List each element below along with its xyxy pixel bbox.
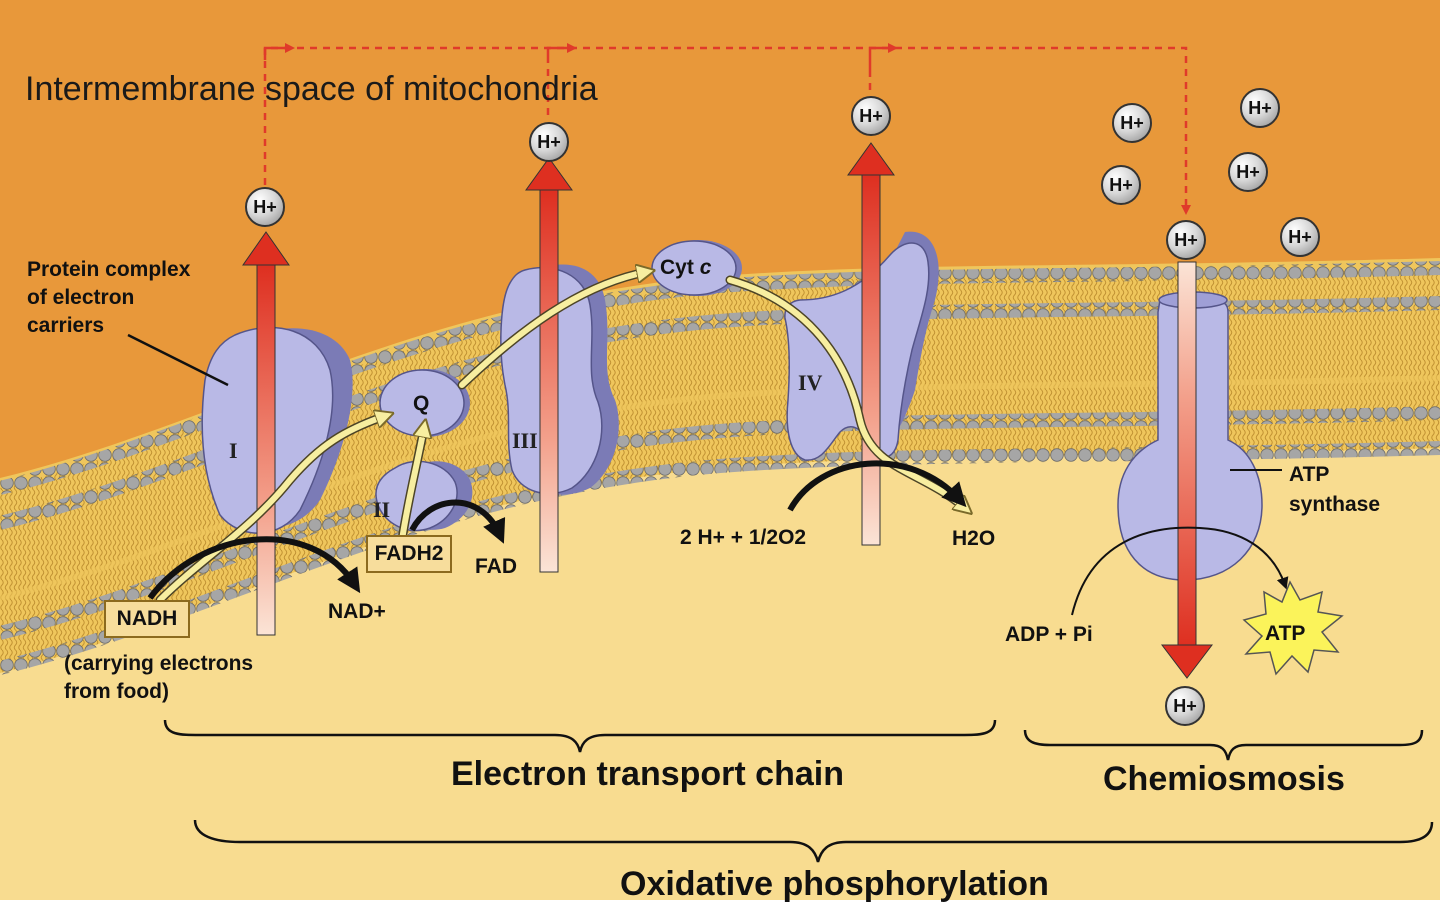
protein-complex-line-1: Protein complex: [27, 258, 191, 281]
chemiosmosis-label: Chemiosmosis: [1103, 760, 1345, 798]
protein-complex-line-3: carriers: [27, 314, 105, 337]
proton-pump-arrow-i: [242, 231, 290, 636]
proton-return-path: [263, 46, 1191, 215]
h-plus-ion: H+: [1228, 152, 1268, 192]
water-label: H2O: [952, 527, 996, 550]
adp-pi-label: ADP + Pi: [1005, 623, 1093, 646]
proton-pump-arrow-iii: [525, 157, 573, 573]
atp-synthase-channel-arrow: [1160, 261, 1214, 679]
complex-i-label: I: [229, 438, 238, 463]
ion-label: H+: [1288, 226, 1312, 247]
atp-synthase-label: ATP synthase: [1289, 460, 1380, 520]
complex-iv-label: IV: [798, 370, 823, 395]
nadh-box: NADH: [104, 600, 190, 638]
complex-iii-shape: [500, 264, 619, 495]
fadh2-box: FADH2: [366, 535, 452, 573]
ion-label: H+: [1236, 161, 1260, 182]
h-plus-ion: H+: [529, 122, 569, 162]
atp-synthase-line-1: ATP: [1289, 463, 1330, 486]
h-plus-ion: H+: [245, 187, 285, 227]
ion-label: H+: [537, 131, 561, 152]
complex-ii-label: II: [373, 497, 391, 522]
fad-label: FAD: [475, 555, 517, 578]
ion-label: H+: [1109, 174, 1133, 195]
ion-label: H+: [1174, 229, 1198, 250]
brace-chemiosmosis: [1023, 729, 1424, 761]
protein-complex-pointer: [127, 333, 229, 387]
cytochrome-c-label: Cyt c: [660, 256, 712, 279]
electron-transport-chain-label: Electron transport chain: [451, 755, 844, 793]
oxygen-reaction-label: 2 H+ + 1/2O2: [680, 526, 807, 549]
ubiquinone-shape: [379, 369, 470, 437]
nadh-note: (carrying electrons from food): [64, 650, 253, 706]
h-plus-ion: H+: [1166, 220, 1206, 260]
ubiquinone-label: Q: [413, 392, 430, 415]
intermembrane-space-title: Intermembrane space of mitochondria: [25, 70, 598, 108]
atp-label: ATP: [1265, 622, 1306, 645]
h-plus-ion: H+: [1101, 165, 1141, 205]
ion-label: H+: [1248, 97, 1272, 118]
complex-ii-shape: [375, 460, 473, 532]
fadh2-label: FADH2: [374, 542, 444, 565]
h-plus-ion: H+: [1280, 217, 1320, 257]
ion-label: H+: [1173, 695, 1197, 716]
brace-etc: [163, 719, 997, 753]
protein-complex-label: Protein complex of electron carriers: [27, 256, 190, 340]
nad-plus-label: NAD+: [328, 600, 386, 623]
ion-label: H+: [859, 105, 883, 126]
complex-iii-label: III: [512, 428, 538, 453]
oxidative-phosphorylation-label: Oxidative phosphorylation: [620, 865, 1049, 903]
nadh-note-line-1: (carrying electrons: [64, 652, 254, 675]
reaction-arrows: [147, 460, 1289, 616]
protein-complex-line-2: of electron: [27, 286, 135, 309]
nadh-label: NADH: [116, 607, 178, 630]
nadh-note-line-2: from food): [64, 680, 169, 703]
atp-synthase-line-2: synthase: [1289, 493, 1381, 516]
h-plus-ion: H+: [1165, 686, 1205, 726]
complex-iv-shape: [784, 231, 939, 461]
h-plus-ion: H+: [1112, 103, 1152, 143]
h-plus-ion: H+: [1240, 88, 1280, 128]
cytochrome-c-shape: [651, 240, 742, 296]
atp-burst: [1242, 580, 1344, 676]
h-plus-ion: H+: [851, 96, 891, 136]
brace-oxidative-phosphorylation: [193, 819, 1434, 863]
ion-label: H+: [1120, 112, 1144, 133]
electron-flow-path: [155, 272, 965, 605]
ion-label: H+: [253, 196, 277, 217]
